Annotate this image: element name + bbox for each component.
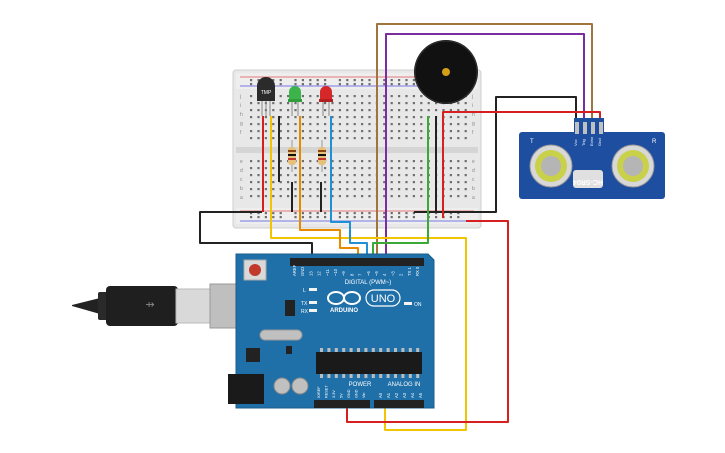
resistor-1 bbox=[288, 140, 296, 172]
breadboard-row-letter: g bbox=[240, 121, 243, 127]
wire-green bbox=[372, 116, 429, 262]
arduino-power-pin-label: RESET bbox=[325, 385, 329, 398]
breadboard-row-letter: b bbox=[472, 186, 475, 192]
ultrasonic-model-label: HC-SR04 bbox=[573, 178, 603, 185]
arduino-digital-pin-label: ~6 bbox=[366, 271, 371, 276]
breadboard-row-letter: e bbox=[472, 159, 475, 165]
arduino-digital-pin-label: RX 0 bbox=[415, 266, 420, 276]
breadboard-row-letter: e bbox=[240, 159, 243, 165]
wire-blue bbox=[330, 116, 368, 262]
breadboard-row-letter: a bbox=[240, 195, 243, 201]
breadboard-row-letter: a bbox=[472, 195, 475, 201]
breadboard-row-letter: b bbox=[240, 186, 243, 192]
breadboard-row-letter: i bbox=[472, 103, 473, 109]
arduino-model-label: UNO bbox=[371, 293, 396, 305]
breadboard-row-letter: c bbox=[240, 177, 243, 183]
arduino-power-pin-label: Vin bbox=[362, 393, 366, 398]
arduino-digital-pin-label: ~10 bbox=[333, 268, 338, 276]
breadboard-row-letter: j bbox=[471, 94, 473, 100]
arduino-digital-pin-label: 8 bbox=[349, 273, 354, 276]
wire-brown bbox=[376, 23, 593, 262]
breadboard-row-letter: h bbox=[240, 112, 243, 118]
ultrasonic-corner-r: R bbox=[652, 139, 657, 145]
arduino-digital-pin-label: 13 bbox=[308, 271, 313, 276]
wires bbox=[199, 23, 601, 431]
breadboard-row-letter: i bbox=[240, 103, 241, 109]
arduino-digital-pin-label: 4 bbox=[382, 273, 387, 276]
wire-purple bbox=[385, 33, 585, 262]
piezo-buzzer bbox=[414, 40, 478, 104]
ultrasonic-pin-label: Trig bbox=[581, 139, 586, 146]
arduino-analog-label: ANALOG IN bbox=[388, 382, 421, 388]
arduino-brand-label: ARDUINO bbox=[330, 308, 358, 314]
breadboard-row-letter: c bbox=[472, 177, 475, 183]
wire-black-sensor bbox=[414, 96, 577, 213]
breadboard-row-letter: f bbox=[472, 130, 474, 136]
usb-icon: ⇸ bbox=[145, 299, 154, 311]
arduino-digital-pin-label: GND bbox=[300, 267, 305, 276]
red-led bbox=[319, 86, 333, 116]
arduino-analog-pin-label: A0 bbox=[378, 392, 383, 398]
arduino-analog-pin-label: A1 bbox=[386, 392, 391, 398]
wire-black-left bbox=[199, 211, 313, 262]
breadboard-row-letter: d bbox=[472, 168, 475, 174]
arduino-analog-pin-label: A5 bbox=[418, 392, 423, 398]
arduino-digital-pin-label: TX 1 bbox=[407, 266, 412, 276]
arduino-l-label: L bbox=[303, 288, 306, 294]
arduino-digital-pin-label: ~3 bbox=[390, 271, 395, 276]
breadboard-row-letter: g bbox=[472, 121, 475, 127]
arduino-analog-pin-label: A3 bbox=[402, 392, 407, 398]
arduino-digital-pin-label: ~9 bbox=[341, 271, 346, 276]
arduino-digital-pin-label: 12 bbox=[317, 271, 322, 276]
ultrasonic-pin-label: Echo bbox=[589, 136, 594, 146]
breadboard-row-letter: f bbox=[240, 130, 242, 136]
arduino-logo-icon bbox=[327, 291, 361, 305]
arduino-analog-pin-label: A4 bbox=[410, 392, 415, 398]
arduino-power-pin-label: GND bbox=[355, 389, 359, 398]
arduino-chip-pins bbox=[320, 348, 420, 378]
ultrasonic-pin-label: Gnd bbox=[597, 138, 602, 146]
arduino-analog-pin-label: A2 bbox=[394, 392, 399, 398]
arduino-power-label: POWER bbox=[349, 382, 372, 388]
wire-red-sensor bbox=[442, 111, 601, 218]
arduino-digital-pin-label: AREF bbox=[292, 264, 297, 276]
wire-red-power bbox=[346, 220, 509, 423]
wire-orange bbox=[299, 116, 359, 262]
arduino-digital-pin-label: ~5 bbox=[374, 271, 379, 276]
wire-yellow-tmp bbox=[270, 116, 467, 431]
arduino-power-pin-label: GND bbox=[347, 389, 351, 398]
temperature-sensor: TMP bbox=[257, 77, 275, 116]
resistor-2 bbox=[318, 140, 326, 172]
arduino-digital-pin-label: ~11 bbox=[325, 269, 330, 276]
arduino-power-pin-label: 3.3V bbox=[332, 390, 336, 398]
arduino-digital-pin-label: 2 bbox=[399, 273, 404, 276]
arduino-power-pin-label: 5V bbox=[340, 393, 344, 398]
arduino-digital-pin-label: 7 bbox=[358, 273, 363, 276]
arduino-tx-label: TX bbox=[301, 301, 308, 307]
arduino-digital-label: DIGITAL (PWM~) bbox=[345, 280, 392, 286]
arduino-on-label: ON bbox=[414, 302, 422, 308]
ultrasonic-pin-label: Vcc bbox=[573, 139, 578, 146]
arduino-power-pin-label: IOREF bbox=[317, 386, 321, 398]
breadboard-row-letter: h bbox=[472, 112, 475, 118]
temp-sensor-label: TMP bbox=[261, 90, 272, 96]
green-led bbox=[288, 86, 302, 116]
breadboard-row-letter: d bbox=[240, 168, 243, 174]
arduino-rx-label: RX bbox=[301, 309, 309, 315]
breadboard-row-letter: j bbox=[239, 94, 241, 100]
ultrasonic-corner-t: T bbox=[530, 139, 534, 145]
